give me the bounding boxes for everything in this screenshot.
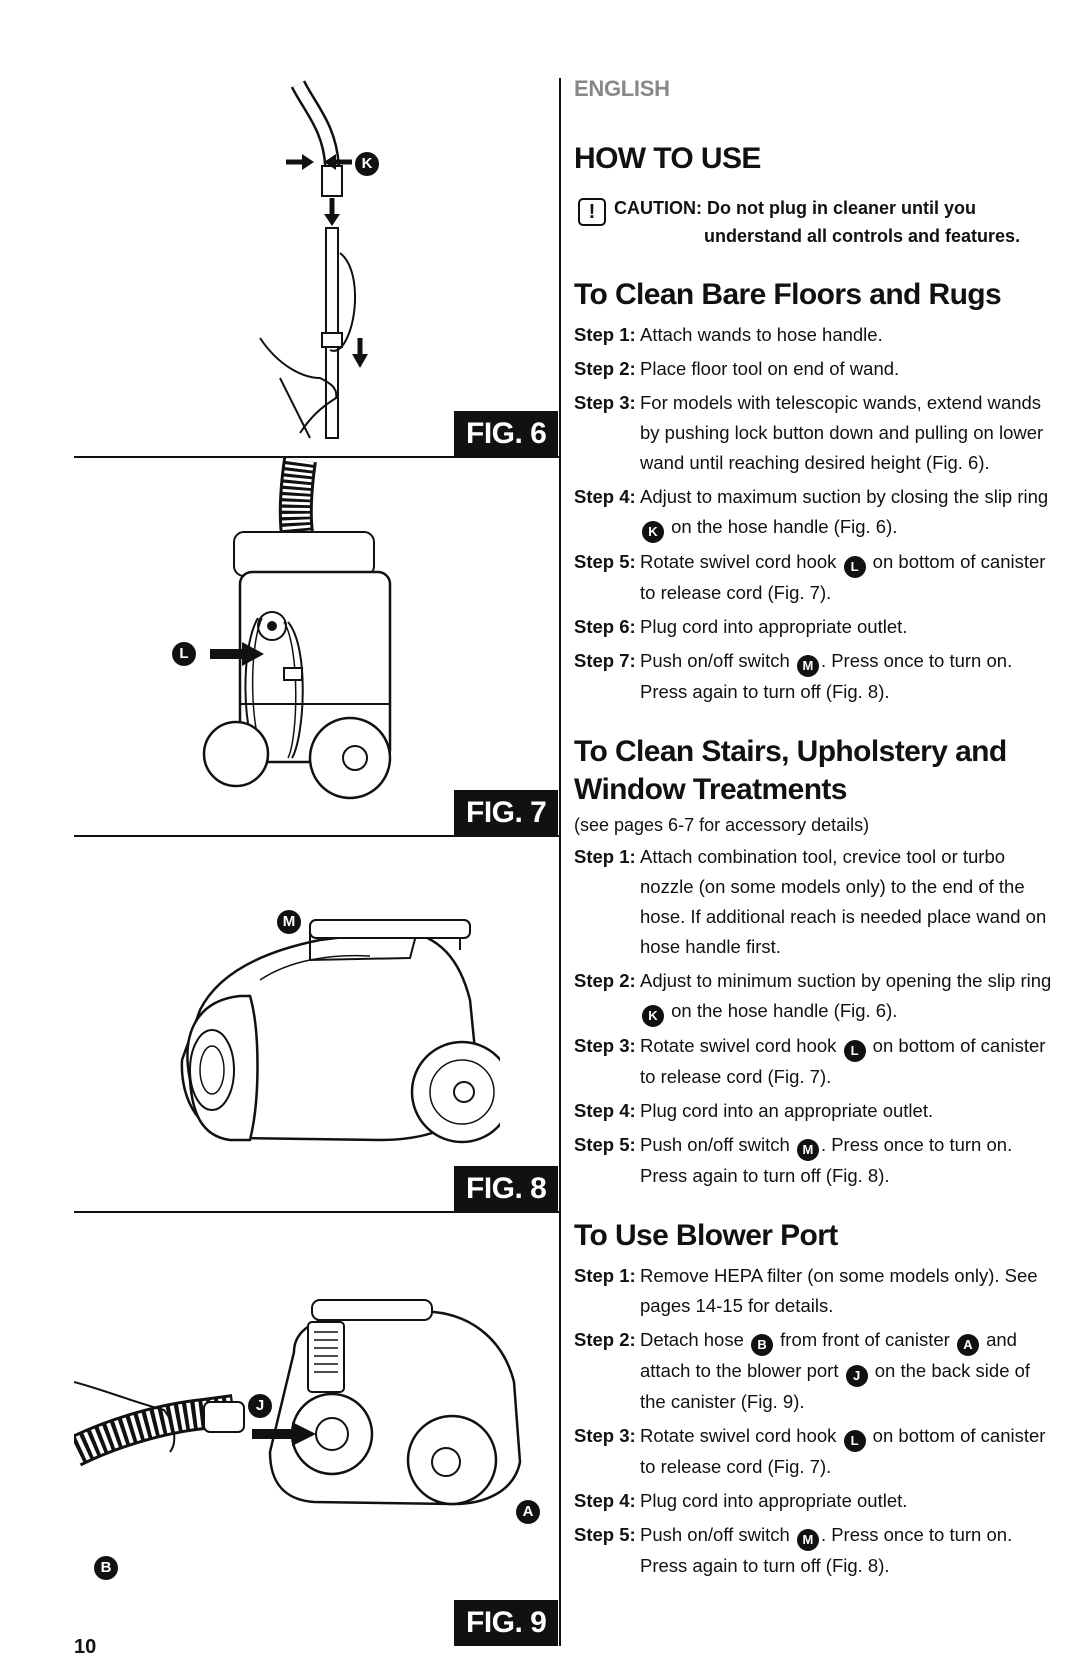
- step-item: Step 4:Plug cord into appropriate outlet…: [574, 1486, 1054, 1516]
- callout-m-inline: M: [796, 655, 819, 677]
- page-title: HOW TO USE: [574, 142, 761, 175]
- fig7-label: FIG. 7: [454, 790, 559, 836]
- section-heading: To Clean Bare Floors and Rugs: [574, 278, 1002, 311]
- step-item: Step 3:For models with telescopic wands,…: [574, 388, 1054, 478]
- caution-line1: Do not plug in cleaner until you: [707, 198, 977, 218]
- fig9-label: FIG. 9: [454, 1600, 559, 1646]
- step-item: Step 2:Adjust to minimum suction by open…: [574, 966, 1054, 1027]
- fig9-arrow: [252, 1422, 316, 1446]
- step-label: Step 7:: [574, 650, 636, 671]
- caution-notice: ! CAUTION: Do not plug in cleaner until …: [574, 194, 1054, 250]
- section-heading: To Clean Stairs, Upholstery and Window T…: [574, 735, 1007, 806]
- instructions-column: ENGLISH HOW TO USE ! CAUTION: Do not plu…: [574, 68, 1054, 1585]
- callout-b-inline: B: [751, 1334, 774, 1356]
- fig6-illustration: [259, 80, 368, 439]
- fig7-divider: [74, 835, 560, 837]
- step-label: Step 6:: [574, 616, 636, 637]
- step-label: Step 3:: [574, 392, 636, 413]
- step-item: Step 1:Attach combination tool, crevice …: [574, 842, 1054, 962]
- step-item: Step 6:Plug cord into appropriate outlet…: [574, 612, 1054, 642]
- fig6-label: FIG. 6: [454, 411, 559, 457]
- fig7-arrow: [210, 642, 264, 666]
- callout-a-inline: A: [956, 1334, 979, 1356]
- step-label: Step 1:: [574, 324, 636, 345]
- section-note: (see pages 6-7 for accessory details): [574, 815, 870, 835]
- callout-m-inline: M: [796, 1529, 819, 1551]
- caution-icon: !: [578, 198, 606, 226]
- callout-l-inline: L: [843, 1040, 866, 1062]
- step-item: Step 5:Rotate swivel cord hook L on bott…: [574, 547, 1054, 608]
- step-item: Step 5:Push on/off switch M. Press once …: [574, 1520, 1054, 1581]
- step-label: Step 2:: [574, 970, 636, 991]
- callout-k: K: [355, 152, 379, 176]
- step-label: Step 4:: [574, 486, 636, 507]
- callout-l-inline: L: [843, 1430, 866, 1452]
- step-item: Step 2:Detach hose B from front of canis…: [574, 1325, 1054, 1417]
- caution-line2: understand all controls and features.: [704, 226, 1021, 246]
- step-label: Step 3:: [574, 1035, 636, 1056]
- step-item: Step 3:Rotate swivel cord hook L on bott…: [574, 1421, 1054, 1482]
- caution-label: CAUTION:: [614, 198, 702, 218]
- callout-k-inline: K: [642, 1005, 664, 1027]
- callout-l: L: [172, 642, 196, 666]
- fig8-divider: [74, 1211, 560, 1213]
- step-label: Step 5:: [574, 551, 636, 572]
- step-label: Step 4:: [574, 1100, 636, 1121]
- figure-column: K FIG. 6 L FIG. 7 M FIG. 8: [74, 80, 560, 1658]
- callout-m-inline: M: [796, 1139, 819, 1161]
- step-item: Step 3:Rotate swivel cord hook L on bott…: [574, 1031, 1054, 1092]
- callout-l-inline: L: [843, 556, 866, 578]
- language-label: ENGLISH: [574, 76, 670, 101]
- step-item: Step 4:Plug cord into an appropriate out…: [574, 1096, 1054, 1126]
- step-item: Step 7:Push on/off switch M. Press once …: [574, 646, 1054, 707]
- step-label: Step 1:: [574, 1265, 636, 1286]
- step-label: Step 3:: [574, 1425, 636, 1446]
- fig6-arrows: [286, 154, 352, 170]
- section-heading: To Use Blower Port: [574, 1219, 838, 1252]
- step-label: Step 2:: [574, 358, 636, 379]
- step-item: Step 4:Adjust to maximum suction by clos…: [574, 482, 1054, 543]
- callout-j-inline: J: [845, 1365, 868, 1387]
- step-label: Step 1:: [574, 846, 636, 867]
- step-item: Step 1:Attach wands to hose handle.: [574, 320, 1054, 350]
- column-divider: [559, 78, 561, 1646]
- fig9-illustration: [74, 1299, 522, 1506]
- fig7-illustration: [202, 458, 392, 800]
- step-item: Step 5:Push on/off switch M. Press once …: [574, 1130, 1054, 1191]
- step-item: Step 1:Remove HEPA filter (on some model…: [574, 1261, 1054, 1321]
- step-label: Step 2:: [574, 1329, 636, 1350]
- fig8-label: FIG. 8: [454, 1166, 559, 1212]
- page-number: 10: [74, 1636, 97, 1658]
- fig6-divider: [74, 456, 560, 458]
- step-label: Step 5:: [574, 1524, 636, 1545]
- callout-m: M: [277, 910, 301, 934]
- callout-b: B: [94, 1556, 118, 1580]
- step-item: Step 2:Place floor tool on end of wand.: [574, 354, 1054, 384]
- step-label: Step 4:: [574, 1490, 636, 1511]
- callout-a: A: [516, 1500, 540, 1524]
- callout-k-inline: K: [642, 521, 664, 543]
- step-label: Step 5:: [574, 1134, 636, 1155]
- fig8-illustration: [180, 919, 500, 1144]
- callout-j-label: J: [248, 1394, 272, 1418]
